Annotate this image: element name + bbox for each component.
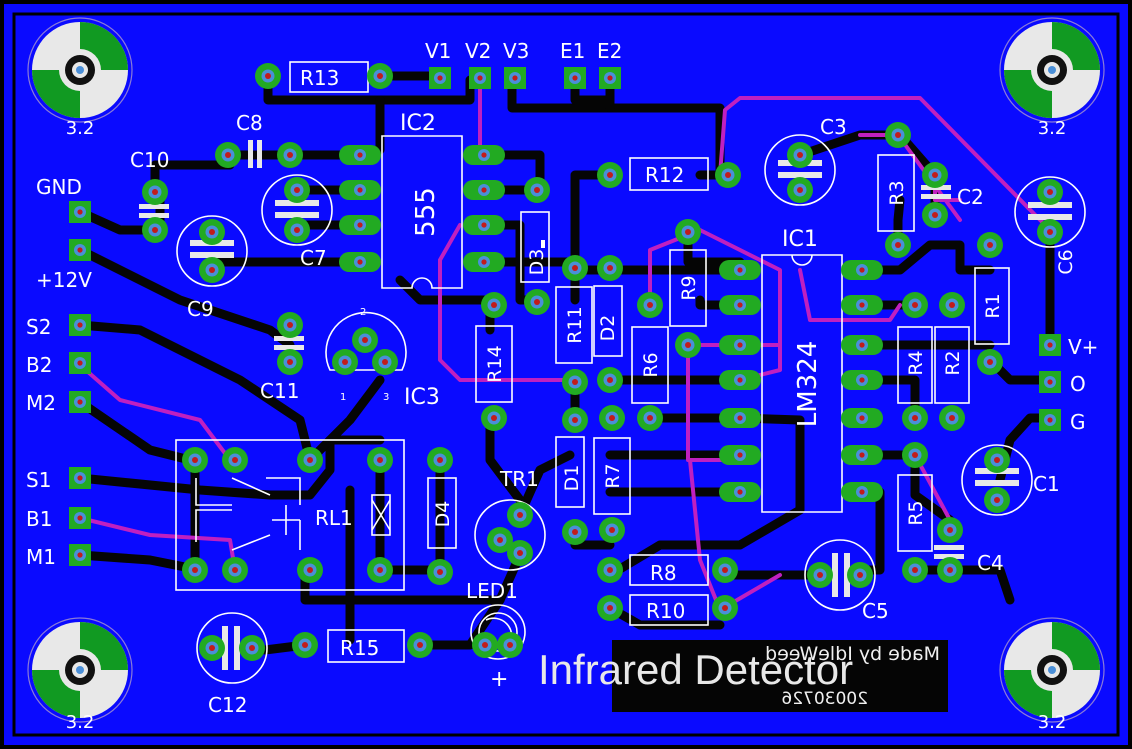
silkscreen-outlines [175,61,1086,684]
label-c6: C6 [1055,249,1077,274]
date-mirror-group: 20030726 [781,689,868,709]
label-m2: M2 [26,391,56,415]
label-ic3: IC3 [404,385,440,410]
label-b2: B2 [26,353,52,377]
label-d4: D4 [432,501,454,528]
label-e2: E2 [597,39,622,63]
label-e1: E1 [560,39,585,63]
label-r9: R9 [678,275,700,300]
label-c3: C3 [820,115,847,139]
led-plus-mark: + [490,667,508,692]
ic3-pin-1: 1 [340,392,346,403]
label-c2: C2 [957,185,984,209]
mount-hole-label-tr: 3.2 [1038,118,1067,139]
ic3-pin-2: 2 [360,307,366,318]
label-rl1: RL1 [315,506,353,530]
label-v1: V1 [425,39,451,63]
label-o: O [1070,372,1086,396]
label-d3: D3 [526,249,548,276]
label-d1: D1 [561,465,583,492]
label-m1: M1 [26,545,56,569]
label-s2: S2 [26,315,51,339]
label-c7: C7 [300,246,327,270]
label-c11: C11 [260,379,299,403]
label-c5: C5 [862,599,889,623]
label-lm324: LM324 [793,341,823,428]
label-555: 555 [411,187,441,237]
mounting-hole-br: 3.2 [999,617,1105,733]
label-r15: R15 [340,636,379,660]
copper-top-traces [78,76,1052,612]
label-c12: C12 [208,693,247,717]
label-r14: R14 [484,345,506,382]
label-gnd: GND [36,175,82,199]
credit-mirrored-line-1: Made by IdleWeed [765,643,940,665]
component-labels: R13 R12 R15 R8 R10 R3 R1 R4 R2 R5 R9 R6 … [130,66,1077,717]
label-c10: C10 [130,148,169,172]
label-r1: R1 [982,293,1004,318]
mount-hole-label-tl: 3.2 [66,118,95,139]
label-r11: R11 [564,306,586,343]
label-g: G [1070,410,1086,434]
label-v2: V2 [465,39,491,63]
ic-labels: IC2 IC1 IC3 555 LM324 [400,111,823,427]
label-r8: R8 [650,561,677,585]
label-s1: S1 [26,468,51,492]
label-r13: R13 [300,66,339,90]
label-c8: C8 [236,111,263,135]
label-c1: C1 [1033,472,1060,496]
label-c9: C9 [187,297,214,321]
label-tr1: TR1 [499,467,539,491]
label-d2: D2 [597,315,619,342]
connector-labels: V1 V2 V3 E1 E2 GND +12V S2 B2 M2 S1 B1 M… [26,39,1098,569]
label-v3: V3 [503,39,529,63]
label-ic1: IC1 [782,227,818,252]
label-led1: LED1 [466,579,518,603]
board-outline [12,12,1120,737]
label-r5: R5 [905,500,927,525]
label-r2: R2 [942,350,964,375]
label-r6: R6 [640,352,662,377]
label-b1: B1 [26,507,52,531]
label-r10: R10 [646,599,685,623]
label-r7: R7 [602,463,624,488]
mounting-hole-tl: 3.2 [27,17,133,139]
board-title: Infrared Detector [538,646,853,693]
credit-plate [612,640,948,712]
ic3-pin-3: 3 [383,392,389,403]
credit-mirror-group: Made by IdleWeed [765,643,940,665]
mounting-hole-bl: 3.2 [27,617,133,733]
label-vplus: V+ [1068,335,1098,359]
label-r4: R4 [905,350,927,375]
label-ic2: IC2 [400,111,436,136]
label-r3: R3 [886,180,908,205]
label-c4: C4 [977,551,1004,575]
mount-hole-label-bl: 3.2 [66,712,95,733]
credit-mirrored-line-2: 20030726 [781,689,868,709]
mounting-hole-tr: 3.2 [999,17,1105,139]
label-r12: R12 [645,163,684,187]
mount-hole-label-br: 3.2 [1038,712,1067,733]
pin-marks: 2 1 3 + [340,307,508,692]
label-12v: +12V [36,268,92,292]
